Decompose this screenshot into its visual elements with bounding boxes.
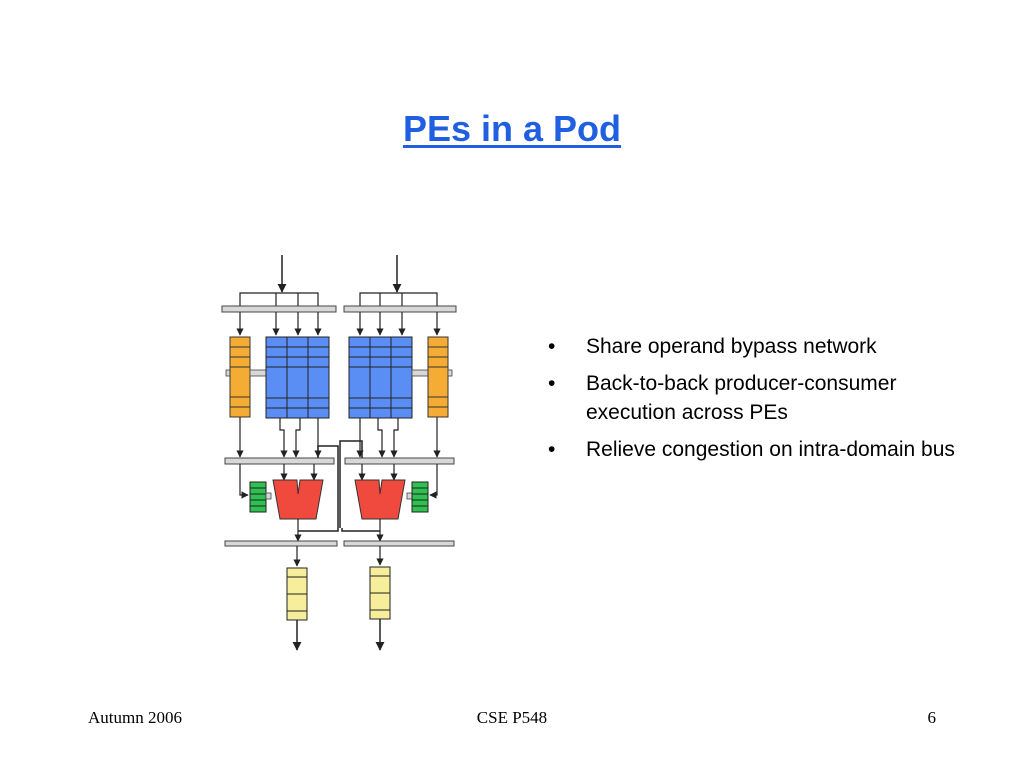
bullet-text: Share operand bypass network xyxy=(586,335,877,358)
alu-input-lines-right xyxy=(358,464,438,499)
bullet-text: Back-to-back producer-consumer execution… xyxy=(586,372,897,424)
bottom-bus-left xyxy=(224,540,338,547)
bullet-marker: • xyxy=(548,438,556,461)
register-file-left xyxy=(249,336,330,419)
bypass-buffer-right xyxy=(406,481,429,513)
unit-output-lines-left xyxy=(236,417,322,458)
bottom-bus-right xyxy=(343,540,455,547)
top-bus-left xyxy=(221,305,337,313)
register-file-right xyxy=(348,336,429,419)
bypass-buffer-left xyxy=(249,481,272,513)
footer-page-number: 6 xyxy=(927,708,937,727)
bullet-item: • Back-to-back producer-consumer executi… xyxy=(548,369,988,427)
footer-course: CSE P548 xyxy=(476,708,548,727)
bullet-marker: • xyxy=(548,372,556,395)
slide-title: PEs in a Pod xyxy=(402,108,622,149)
top-distribution-left xyxy=(239,292,319,306)
arrows-into-units-left xyxy=(236,312,322,336)
pe-left xyxy=(221,255,338,651)
reservation-station-left xyxy=(225,336,251,418)
alu-right xyxy=(354,479,406,520)
output-buffer-left xyxy=(286,567,308,621)
bullet-text: Relieve congestion on intra-domain bus xyxy=(586,438,955,461)
arrows-into-units-right xyxy=(356,312,441,336)
bullet-item: • Relieve congestion on intra-domain bus xyxy=(548,435,988,464)
output-buffer-right xyxy=(369,566,391,620)
bullet-marker: • xyxy=(548,335,556,358)
bullet-list: • Share operand bypass network • Back-to… xyxy=(548,332,988,472)
pe-right xyxy=(343,255,457,651)
shared-bypass-network xyxy=(298,440,380,532)
alu-left xyxy=(272,479,324,520)
mid-bus-left xyxy=(224,457,335,465)
footer-date: Autumn 2006 xyxy=(88,708,182,727)
alu-input-lines-left xyxy=(239,464,318,499)
top-bus-right xyxy=(343,305,457,313)
top-distribution-right xyxy=(359,292,438,306)
bullet-item: • Share operand bypass network xyxy=(548,332,988,361)
reservation-station-right xyxy=(427,336,453,418)
unit-output-lines-right xyxy=(356,417,441,458)
mid-bus-right xyxy=(344,457,455,465)
